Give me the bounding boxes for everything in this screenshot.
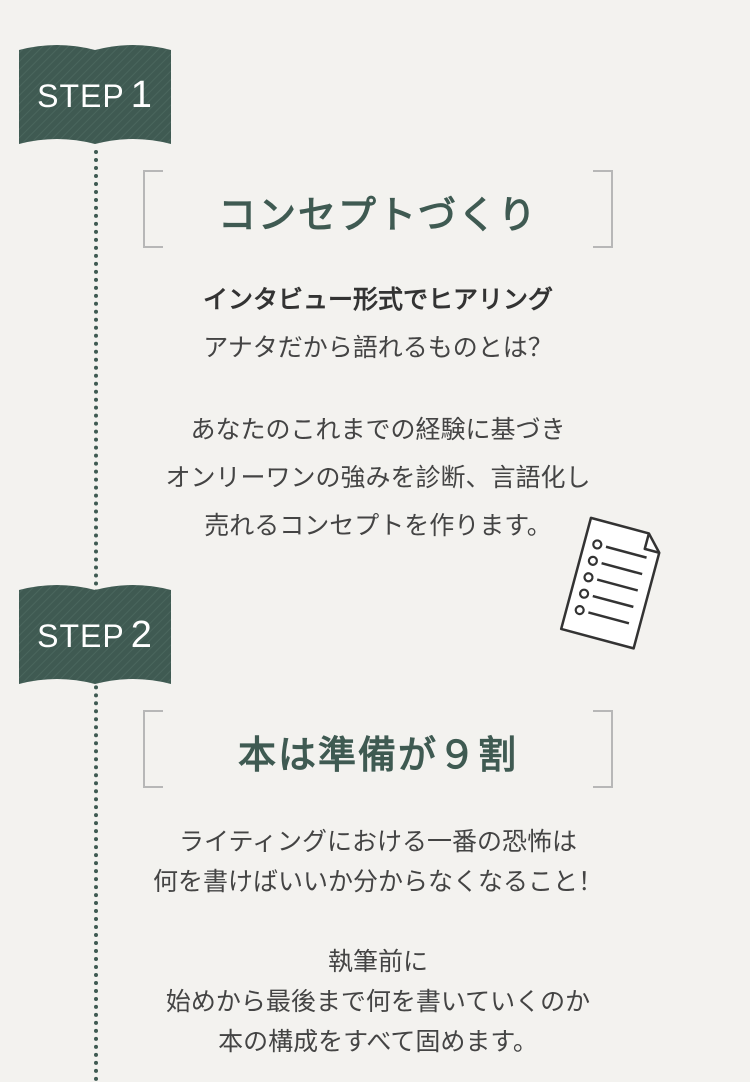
step-2-body-line: 執筆前に xyxy=(327,947,428,976)
step-2-body: 執筆前に 始めから最後まで何を書いていくのか 本の構成をすべて固めます。 xyxy=(100,942,656,1062)
step-2-body-line: 本の構成をすべて固めます。 xyxy=(218,1027,538,1056)
step-1-lead: アナタだから語れるものとは？ xyxy=(203,333,553,362)
step-2-title: 本は準備が９割 xyxy=(237,733,518,777)
step-2-body-line: 始めから最後まで何を書いていくのか xyxy=(165,987,591,1016)
step-1-body: あなたのこれまでの経験に基づき オンリーワンの強みを診断、言語化し 売れるコンセ… xyxy=(100,406,656,550)
document-checklist-icon xyxy=(559,516,661,650)
step-1-title: コンセプトづくり xyxy=(217,193,538,237)
bracket-left xyxy=(143,710,163,788)
step-2-intro-line: ライティングにおける一番の恐怖は xyxy=(178,827,577,856)
step-2-intro: ライティングにおける一番の恐怖は 何を書けばいいか分からなくなること！ xyxy=(100,822,656,902)
bracket-left xyxy=(143,170,163,248)
step-1-body-line: あなたのこれまでの経験に基づき xyxy=(190,415,566,444)
bracket-right xyxy=(593,170,613,248)
step-1-title-box: コンセプトづくり xyxy=(143,170,613,248)
book-shape-icon xyxy=(19,45,171,144)
step-1-body-line: 売れるコンセプトを作ります。 xyxy=(204,511,552,540)
step-1-body-line: オンリーワンの強みを診断、言語化し xyxy=(165,463,591,492)
bracket-right xyxy=(593,710,613,788)
step-2-title-box: 本は準備が９割 xyxy=(143,710,613,788)
step-2-intro-line: 何を書けばいいか分からなくなること！ xyxy=(152,867,603,896)
step-1-subtitle: インタビュー形式でヒアリング xyxy=(202,285,553,314)
book-shape-icon xyxy=(19,585,171,684)
